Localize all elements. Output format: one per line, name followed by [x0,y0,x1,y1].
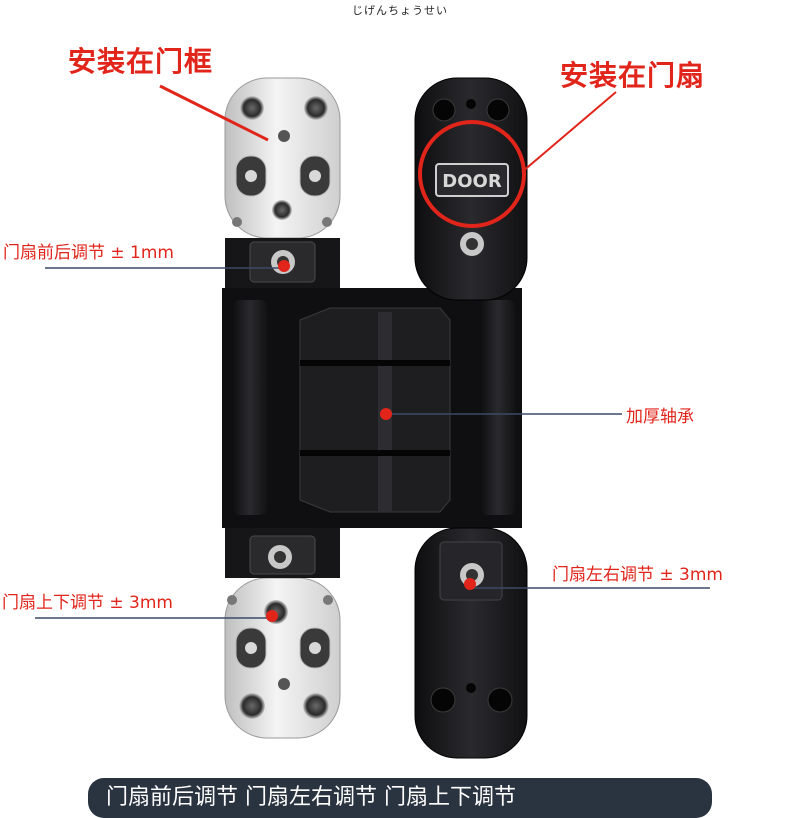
label-up-down-adjust: 门扇上下调节 ± 3mm [2,593,173,613]
door-leader-line [521,91,617,173]
marker-front-back [278,260,290,272]
door-highlight-ring [418,120,526,228]
label-bearing: 加厚轴承 [626,407,694,427]
label-frame-mount: 安装在门框 [68,45,214,78]
up-down-adjuster-block [225,528,340,578]
label-left-right-adjust: 门扇左右调节 ± 3mm [552,565,723,585]
door-badge-text: DOOR [442,171,502,192]
top-caption: じげんちょうせい [352,4,448,17]
frame-plate-bottom [224,577,341,739]
hinge-illustration: DOOR [35,77,710,759]
bottom-banner: 门扇前后调节 门扇左右调节 门扇上下调节 [88,778,712,818]
frame-leader-line [159,84,269,142]
marker-up-down [266,610,278,622]
label-door-mount: 安装在门扇 [560,59,706,92]
door-badge: DOOR [435,163,509,197]
label-front-back-adjust: 门扇前后调节 ± 1mm [3,243,174,263]
frame-plate-top [224,77,341,239]
marker-bearing [380,408,392,420]
product-figure: じげんちょうせい [2,4,723,818]
hinge-body [222,288,522,528]
marker-left-right [464,578,476,590]
